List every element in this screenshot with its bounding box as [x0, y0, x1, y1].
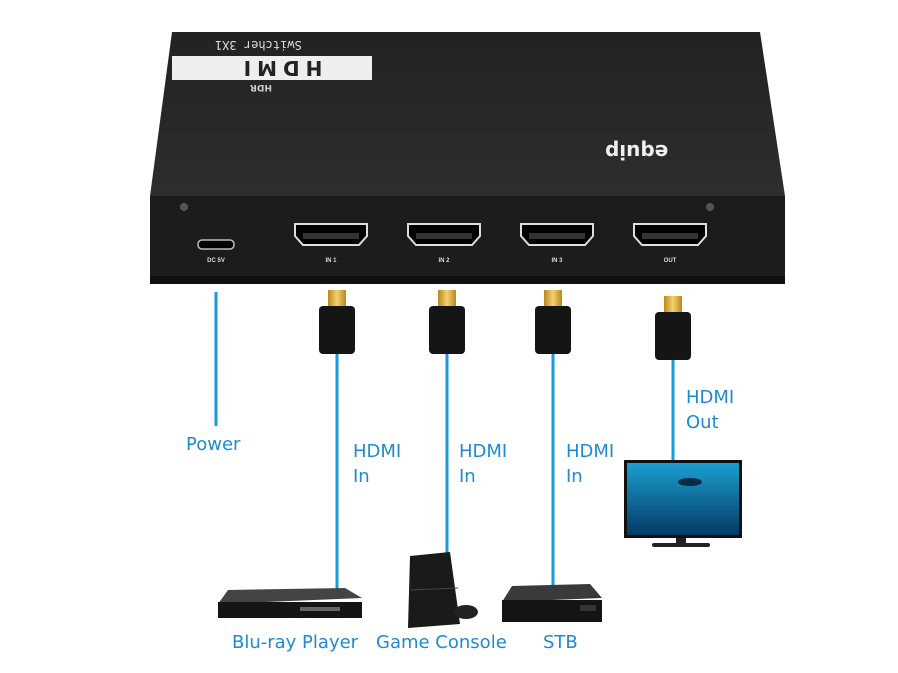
equip-logo: equip: [605, 140, 669, 164]
power-label: Power: [186, 434, 241, 455]
in2-label-line2: In: [459, 466, 476, 487]
hdmi-in-cable-1: [319, 290, 355, 590]
hdr-text: HDR: [250, 82, 272, 92]
in1-label-line1: HDMI: [353, 441, 402, 462]
out-label-line2: Out: [686, 412, 719, 433]
stb-image: [502, 584, 602, 622]
tv-image: [624, 460, 742, 547]
port-label: DC 5V: [207, 258, 225, 264]
in2-label-line1: HDMI: [459, 441, 508, 462]
switcher-text: Switcher 3X1: [215, 38, 302, 52]
port-label: IN 2: [438, 258, 450, 264]
hdmi-in-cable-3: [535, 290, 571, 585]
stb-label: STB: [543, 632, 578, 653]
game-console-label: Game Console: [376, 632, 507, 653]
in3-label-line2: In: [566, 466, 583, 487]
game-console-image: [408, 552, 478, 628]
hdmi-port-in-3: [520, 223, 594, 246]
hdmi-port-in-1: [294, 223, 368, 246]
dc-port: [197, 239, 235, 250]
hdmi-in-cable-2: [429, 290, 465, 555]
in3-label-line1: HDMI: [566, 441, 615, 462]
blu-ray-player-image: [218, 588, 362, 618]
in1-label-line2: In: [353, 466, 370, 487]
port-label: IN 1: [325, 258, 337, 264]
hdmi-port-in-2: [407, 223, 481, 246]
out-label-line1: HDMI: [686, 387, 735, 408]
blu-ray-label: Blu-ray Player: [232, 632, 359, 653]
port-label: OUT: [664, 258, 677, 264]
port-label: IN 3: [551, 258, 563, 264]
hdmi-out-cable: [655, 296, 691, 462]
hdmi-port-out: [633, 223, 707, 246]
hdmi-logo-text: HDMI: [237, 56, 323, 80]
